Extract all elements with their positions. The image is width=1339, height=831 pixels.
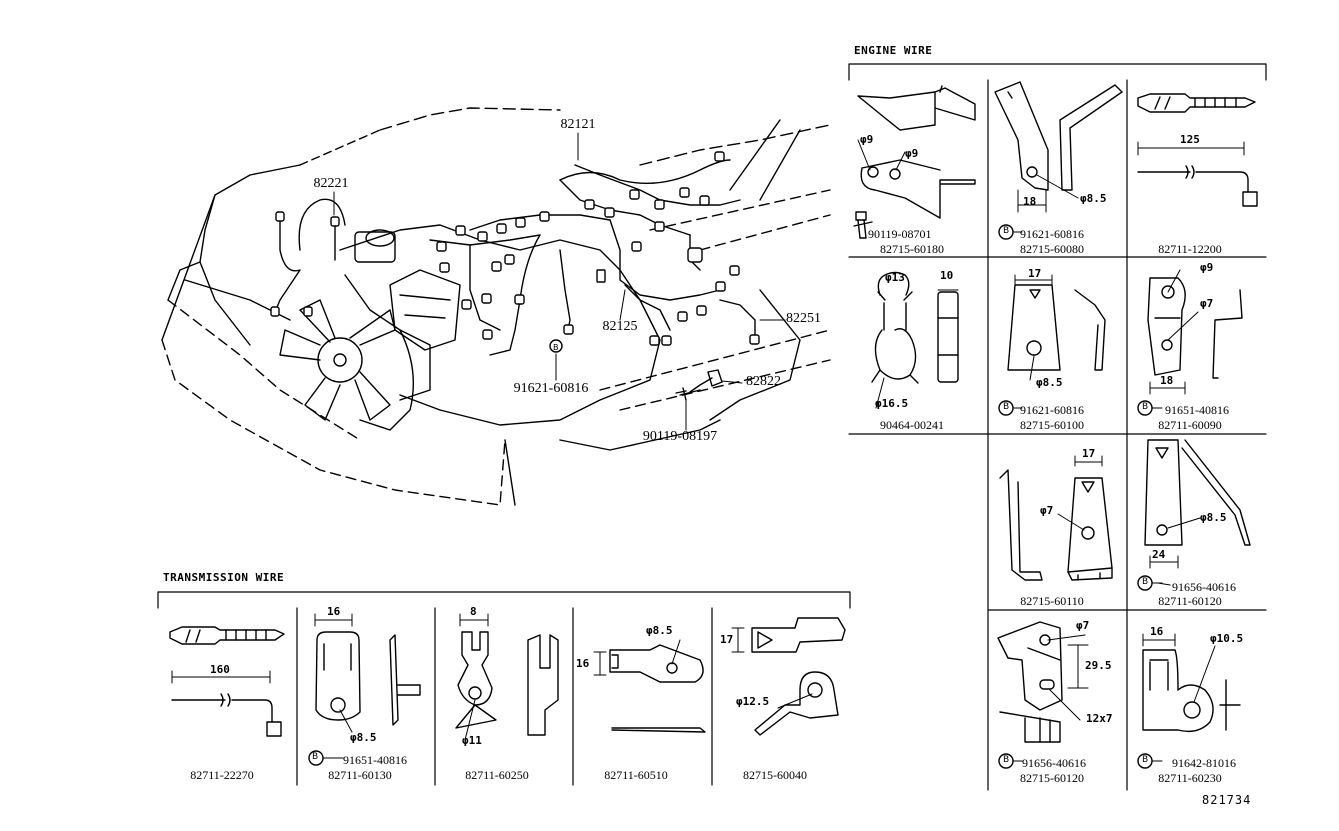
dim-label: φ7 bbox=[1040, 504, 1054, 517]
bracket-82715-60180-drawing bbox=[853, 85, 976, 239]
part-number: 82711-60090 bbox=[1158, 418, 1222, 432]
clip-82711-12200-drawing bbox=[1137, 93, 1258, 207]
transmission-wire-title: TRANSMISSION WIRE bbox=[163, 571, 285, 584]
callout-82125: 82125 bbox=[602, 319, 638, 334]
part-number: 82711-60130 bbox=[328, 768, 392, 782]
part-number: 91651-40816 bbox=[343, 753, 407, 767]
clamp-90464-00241-drawing bbox=[871, 271, 959, 409]
part-number: 91621-60816 bbox=[1020, 227, 1084, 241]
part-number: 91656-40616 bbox=[1022, 756, 1086, 770]
transmission-bolt-symbol bbox=[308, 750, 344, 766]
bolt-symbol: B bbox=[1142, 755, 1149, 765]
transmission-wire-table bbox=[157, 591, 851, 786]
bracket-82711-60230-drawing bbox=[1142, 633, 1241, 733]
dim-label: φ16.5 bbox=[875, 397, 909, 410]
bracket-82715-60100-drawing bbox=[1007, 274, 1106, 381]
dim-label: 18 bbox=[1160, 374, 1174, 387]
part-number: 82715-60080 bbox=[1020, 242, 1084, 256]
engine-wire-table bbox=[848, 63, 1267, 791]
dim-label: φ7 bbox=[1200, 297, 1214, 310]
dim-label: φ10.5 bbox=[1210, 632, 1244, 645]
bolt-symbol: B bbox=[1003, 755, 1010, 765]
dim-label: 10 bbox=[940, 269, 954, 282]
dim-label: φ9 bbox=[905, 147, 919, 160]
bolt-symbol: B bbox=[312, 752, 319, 762]
part-number: 90464-00241 bbox=[880, 418, 944, 432]
clip-82711-60250-drawing bbox=[455, 613, 559, 741]
callout-91621-60816: 91621-60816 bbox=[513, 381, 589, 396]
callout-82251: 82251 bbox=[786, 311, 821, 326]
clip-82711-22270-drawing bbox=[169, 626, 285, 737]
dim-label: 17 bbox=[720, 633, 734, 646]
part-number: 82715-60180 bbox=[880, 242, 944, 256]
part-number: 82715-60040 bbox=[743, 768, 807, 782]
part-number: 82711-60250 bbox=[465, 768, 529, 782]
part-number: 82715-60110 bbox=[1020, 594, 1084, 608]
dim-label: 17 bbox=[1028, 267, 1042, 280]
part-number: 82715-60100 bbox=[1020, 418, 1084, 432]
dim-label: φ8.5 bbox=[1036, 376, 1063, 389]
part-number: 82711-12200 bbox=[1158, 242, 1222, 256]
dim-label: φ9 bbox=[1200, 261, 1214, 274]
part-number: 82715-60120 bbox=[1020, 771, 1084, 785]
callout-82221: 82221 bbox=[313, 176, 349, 191]
callout-82121: 82121 bbox=[560, 117, 596, 132]
bracket-82715-60120-drawing bbox=[997, 621, 1089, 743]
part-number: 91656-40616 bbox=[1172, 580, 1236, 594]
dim-label: 16 bbox=[327, 605, 341, 618]
part-number: 82711-60510 bbox=[604, 768, 668, 782]
dim-label: 8 bbox=[470, 605, 477, 618]
dim-label: 160 bbox=[210, 663, 230, 676]
engine-wire-title: ENGINE WIRE bbox=[854, 44, 933, 57]
svg-text:B: B bbox=[553, 343, 559, 352]
bracket-82715-60080-drawing bbox=[994, 81, 1123, 213]
dim-label: 24 bbox=[1152, 548, 1166, 561]
dim-label: 29.5 bbox=[1085, 659, 1112, 672]
illustration-number: 821734 bbox=[1202, 793, 1252, 807]
dim-label: φ7 bbox=[1076, 619, 1090, 632]
callout-90119-08197: 90119-08197 bbox=[642, 429, 718, 444]
dim-label: 125 bbox=[1180, 133, 1200, 146]
dim-label: φ8.5 bbox=[350, 731, 377, 744]
part-number: 82711-60230 bbox=[1158, 771, 1222, 785]
dim-label: φ12.5 bbox=[736, 695, 770, 708]
bracket-82715-60040-drawing bbox=[731, 617, 846, 736]
dim-label: φ9 bbox=[860, 133, 874, 146]
clip-82711-60510-drawing bbox=[593, 639, 706, 733]
bracket-82711-60090-drawing bbox=[1147, 269, 1243, 395]
part-number: 82711-22270 bbox=[190, 768, 254, 782]
callout-82822: 82822 bbox=[746, 374, 781, 389]
part-number: 91642-81016 bbox=[1172, 756, 1236, 770]
dim-label: 17 bbox=[1082, 447, 1096, 460]
dim-label: 18 bbox=[1023, 195, 1037, 208]
dim-label: 16 bbox=[576, 657, 590, 670]
part-number: 91621-60816 bbox=[1020, 403, 1084, 417]
bracket-82715-60110-drawing bbox=[999, 455, 1113, 581]
part-number: 82711-60120 bbox=[1158, 594, 1222, 608]
dim-label: φ8.5 bbox=[1080, 192, 1107, 205]
dim-label: 16 bbox=[1150, 625, 1164, 638]
engine-bolt-symbols bbox=[998, 224, 1171, 769]
bolt-symbol: B bbox=[1003, 226, 1010, 236]
dim-label: φ8.5 bbox=[1200, 511, 1227, 524]
dim-label: φ13 bbox=[885, 271, 905, 284]
dim-label: φ8.5 bbox=[646, 624, 673, 637]
dim-label: φ11 bbox=[462, 734, 482, 747]
bracket-82711-60130-drawing bbox=[314, 613, 421, 733]
bolt-symbol: B bbox=[1142, 402, 1149, 412]
bolt-symbol: B bbox=[1003, 402, 1010, 412]
part-number: 90119-08701 bbox=[868, 227, 932, 241]
part-number: 91651-40816 bbox=[1165, 403, 1229, 417]
bracket-82711-60120-drawing bbox=[1144, 439, 1251, 569]
dim-label: 12x7 bbox=[1086, 712, 1113, 725]
engine-illustration: B bbox=[161, 107, 831, 506]
bolt-symbol: B bbox=[1142, 577, 1149, 587]
